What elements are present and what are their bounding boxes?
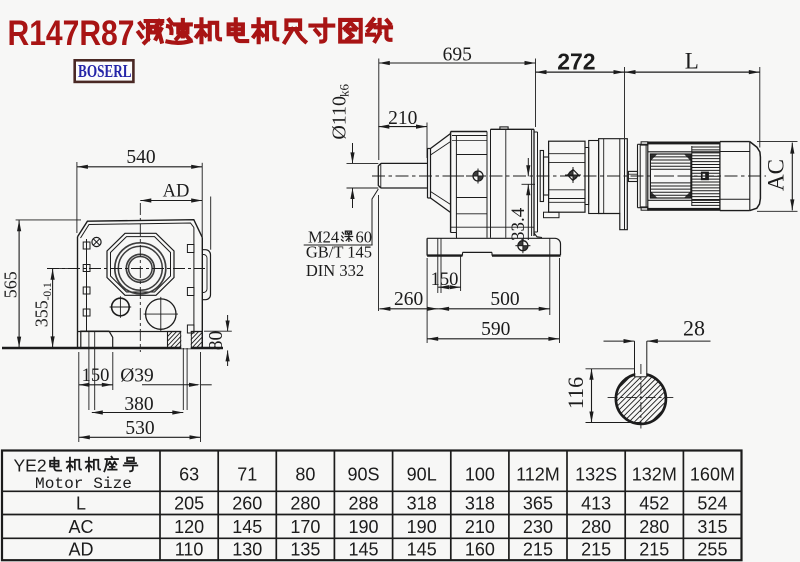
svg-text:BOSERL: BOSERL [78,61,132,81]
svg-text:540: 540 [126,147,155,168]
svg-text:80: 80 [295,465,315,485]
svg-text:355: 355 [32,300,52,327]
svg-text:530: 530 [125,418,154,439]
svg-text:132S: 132S [575,465,617,485]
svg-text:524: 524 [697,493,727,513]
svg-text:R147R87: R147R87 [8,14,135,53]
svg-text:210: 210 [388,108,417,129]
svg-text:215: 215 [523,540,553,560]
svg-text:112M: 112M [516,465,560,485]
svg-text:413: 413 [581,493,611,513]
svg-text:AC: AC [764,159,789,191]
svg-text:80: 80 [206,331,227,351]
svg-text:230: 230 [523,517,553,537]
svg-text:280: 280 [581,517,611,537]
svg-text:L: L [685,48,699,73]
svg-text:315: 315 [697,517,727,537]
svg-text:DIN 332: DIN 332 [306,261,364,280]
svg-text:190: 190 [348,517,378,537]
svg-text:280: 280 [639,517,669,537]
svg-text:YE2: YE2 [14,456,47,476]
svg-text:695: 695 [443,44,472,65]
svg-text:Ø39: Ø39 [120,365,154,386]
svg-text:260: 260 [394,289,423,310]
svg-text:110: 110 [175,540,204,560]
svg-text:71: 71 [237,465,257,485]
svg-text:500: 500 [490,289,519,310]
svg-text:33.4: 33.4 [508,207,529,241]
svg-text:Ø110: Ø110 [329,96,351,140]
svg-text:452: 452 [639,493,669,513]
svg-text:GB/T 145: GB/T 145 [306,242,372,261]
svg-text:90S: 90S [347,465,379,485]
svg-text:380: 380 [124,394,153,415]
svg-text:160: 160 [465,540,495,560]
svg-text:130: 130 [232,540,262,560]
svg-text:Motor Size: Motor Size [35,475,132,493]
svg-text:150: 150 [82,366,110,386]
svg-text:116: 116 [563,377,588,409]
svg-text:590: 590 [481,319,510,340]
svg-text:145: 145 [348,540,378,560]
svg-text:132M: 132M [632,465,677,485]
svg-text:318: 318 [465,493,495,513]
svg-text:28: 28 [683,316,705,341]
svg-text:260: 260 [232,493,262,513]
svg-text:215: 215 [639,540,669,560]
svg-text:190: 190 [407,517,437,537]
svg-text:170: 170 [290,517,320,537]
svg-text:L: L [76,493,86,513]
svg-text:288: 288 [348,493,378,513]
svg-text:160M: 160M [690,465,735,485]
svg-text:145: 145 [232,517,262,537]
svg-text:AD: AD [163,182,190,202]
svg-text:365: 365 [523,493,553,513]
svg-text:565: 565 [1,271,21,298]
svg-text:100: 100 [465,465,495,485]
svg-text:M24: M24 [308,228,339,247]
svg-text:-0.1: -0.1 [42,282,54,300]
svg-text:60: 60 [356,228,373,247]
svg-text:318: 318 [407,493,437,513]
svg-text:AD: AD [68,540,93,560]
svg-text:210: 210 [465,517,495,537]
svg-text:120: 120 [174,517,204,537]
svg-text:k6: k6 [337,84,352,98]
svg-text:135: 135 [290,540,320,560]
svg-text:90L: 90L [407,465,437,485]
svg-text:150: 150 [431,270,459,290]
svg-text:255: 255 [697,540,727,560]
svg-text:215: 215 [581,540,611,560]
svg-text:272: 272 [557,48,595,74]
svg-text:145: 145 [407,540,437,560]
svg-text:280: 280 [290,493,320,513]
svg-text:205: 205 [174,493,204,513]
svg-text:AC: AC [68,517,93,537]
svg-text:63: 63 [179,465,199,485]
